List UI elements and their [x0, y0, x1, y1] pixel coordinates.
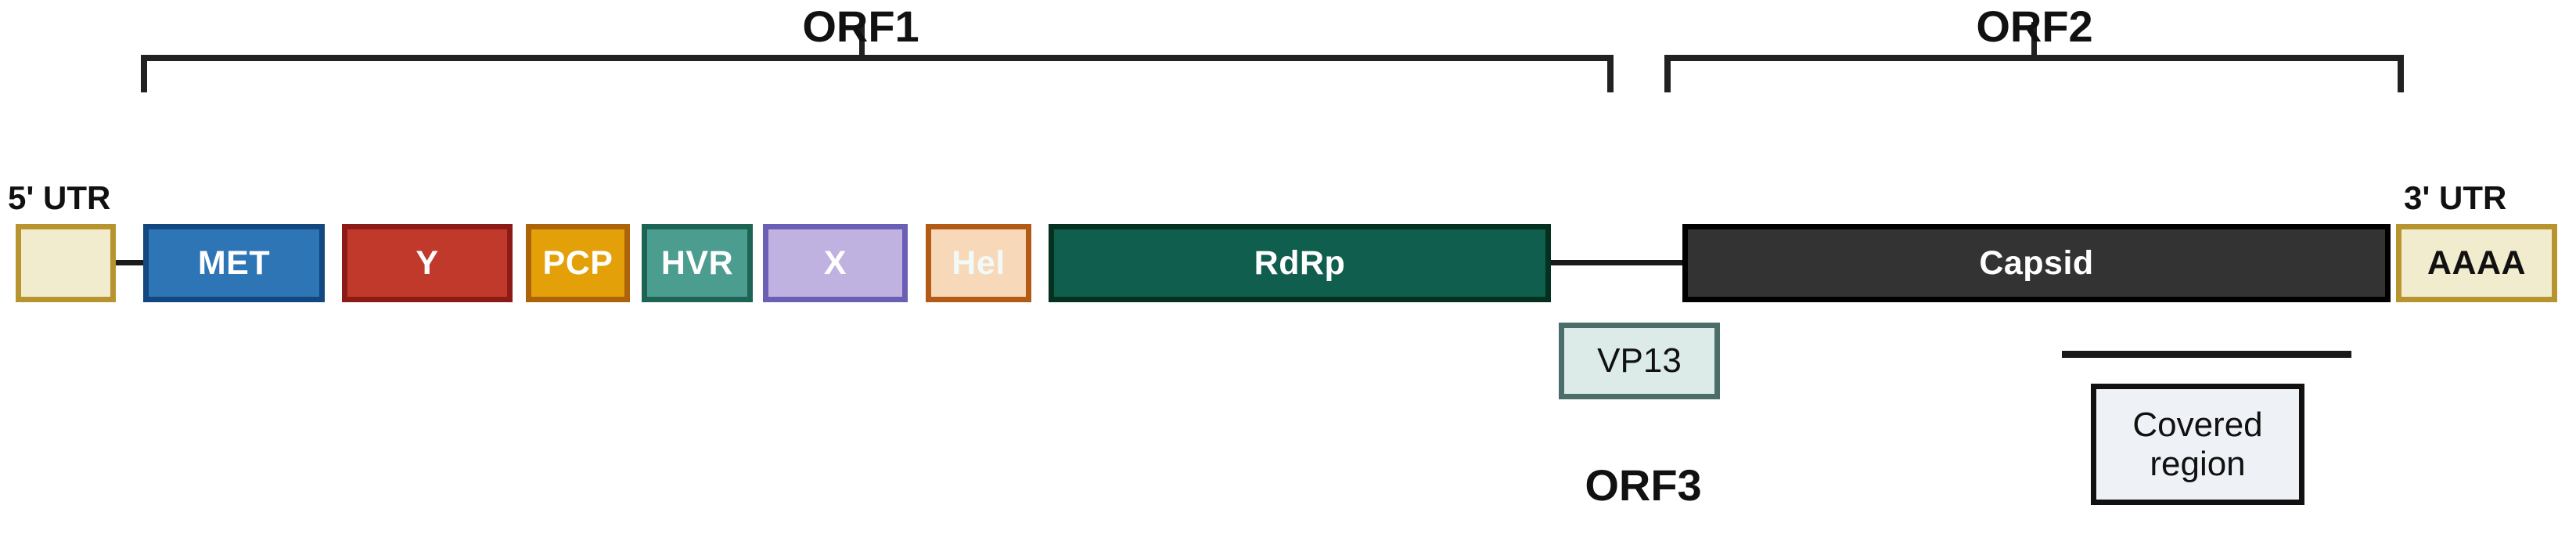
orf3-label: ORF3 — [1585, 460, 1702, 510]
orf1-bracket-tick — [859, 22, 865, 56]
gene-box-five-utr[interactable] — [16, 224, 116, 302]
gene-box-y[interactable]: Y — [342, 224, 513, 302]
gene-label-hvr: HVR — [660, 244, 734, 282]
orf2-bracket-left-leg — [1664, 55, 1671, 92]
orf2-bracket-right-leg — [2398, 55, 2404, 92]
orf1-bracket-left-leg — [141, 55, 147, 92]
gene-box-capsid[interactable]: Capsid — [1682, 224, 2391, 302]
gene-label-three-utr: AAAA — [2427, 244, 2527, 282]
gene-label-rdrp: RdRp — [1254, 244, 1346, 282]
orf2-bracket — [1664, 55, 2404, 92]
gene-box-hel[interactable]: Hel — [926, 224, 1031, 302]
orf2-bracket-top — [1664, 55, 2404, 61]
connector-rdrp-to-capsid — [1548, 260, 1686, 265]
orf2-bracket-tick — [2031, 22, 2037, 56]
vp13-label: VP13 — [1597, 341, 1682, 380]
orf1-label: ORF1 — [802, 2, 919, 51]
gene-box-pcp[interactable]: PCP — [526, 224, 630, 302]
covered-region-box[interactable]: Covered region — [2091, 384, 2304, 505]
orf1-bracket-top — [141, 55, 1614, 61]
connector-utr5-to-met — [114, 260, 146, 265]
orf1-bracket-right-leg — [1607, 55, 1614, 92]
gene-box-met[interactable]: MET — [143, 224, 325, 302]
three-prime-utr-label: 3' UTR — [2404, 179, 2507, 216]
gene-label-pcp: PCP — [542, 244, 613, 282]
covered-region-line-1: Covered — [2132, 406, 2263, 445]
gene-label-met: MET — [197, 244, 271, 282]
gene-label-capsid: Capsid — [1979, 244, 2094, 282]
gene-box-three-utr[interactable]: AAAA — [2396, 224, 2557, 302]
orf1-bracket — [141, 55, 1614, 92]
five-prime-utr-label: 5' UTR — [8, 179, 111, 216]
vp13-box[interactable]: VP13 — [1559, 323, 1720, 399]
gene-label-hel: Hel — [952, 244, 1006, 282]
orf2-label: ORF2 — [1976, 2, 2093, 51]
gene-label-x: X — [823, 244, 847, 282]
covered-region-underline — [2062, 351, 2351, 358]
gene-box-rdrp[interactable]: RdRp — [1049, 224, 1551, 302]
gene-box-x[interactable]: X — [763, 224, 908, 302]
gene-box-hvr[interactable]: HVR — [642, 224, 753, 302]
gene-label-y: Y — [416, 244, 439, 282]
covered-region-line-2: region — [2150, 444, 2246, 483]
